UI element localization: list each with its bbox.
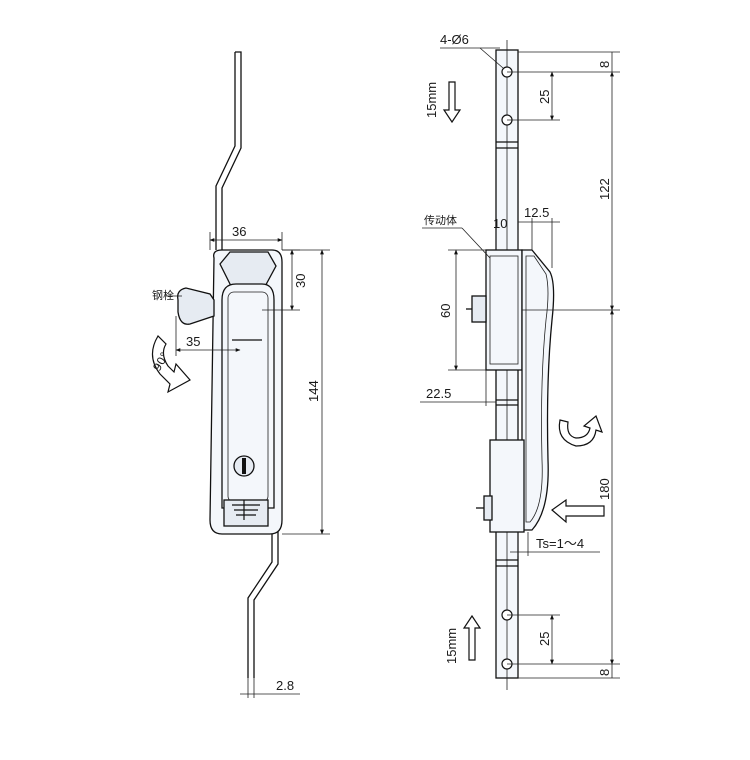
dim-35: 35 [186,334,200,349]
stroke-up-arrow-icon [462,614,482,661]
dim-22.5: 22.5 [426,386,451,401]
side-handle [521,249,555,531]
side-view: 15mm 15mm 4-Ø6 8 25 122 180 25 [420,32,620,690]
front-lower-rod [247,530,279,678]
stroke-bottom-label: 15mm [444,628,459,664]
bolt-label: 钢栓 [152,288,174,302]
body-label: 传动体 [424,213,457,227]
side-rotation-arrow-icon [558,414,604,447]
steel-bolt [177,287,215,325]
push-arrow-icon [551,498,605,524]
front-upper-rod [215,51,242,250]
dim-122: 122 [597,178,612,200]
hole-label: 4-Ø6 [440,32,469,47]
dim-bottom-8: 8 [597,669,612,676]
dim-10: 10 [493,216,507,231]
dim-12.5: 12.5 [524,205,549,220]
transmission-body [485,249,523,371]
dim-2.8: 2.8 [276,678,294,693]
body-stud [471,295,487,323]
stroke-top-label: 15mm [424,82,439,118]
dim-bottom-25: 25 [537,632,552,646]
front-view: 90° 36 30 144 35 钢栓 2.8 [151,51,330,698]
key-slot [242,458,246,474]
dim-144: 144 [306,380,321,402]
dim-36: 36 [232,224,246,239]
ts-label: Ts=1～4 [536,536,584,551]
dim-180: 180 [597,478,612,500]
dim-top-25: 25 [537,90,552,104]
dim-60: 60 [438,304,453,318]
grip-lines [232,500,260,520]
slider-block [489,439,525,533]
front-grip [223,499,269,527]
rotation-arrow-icon [151,335,191,394]
dim-30: 30 [293,274,308,288]
stroke-down-arrow-icon [442,81,462,124]
dim-top-8: 8 [597,61,612,68]
